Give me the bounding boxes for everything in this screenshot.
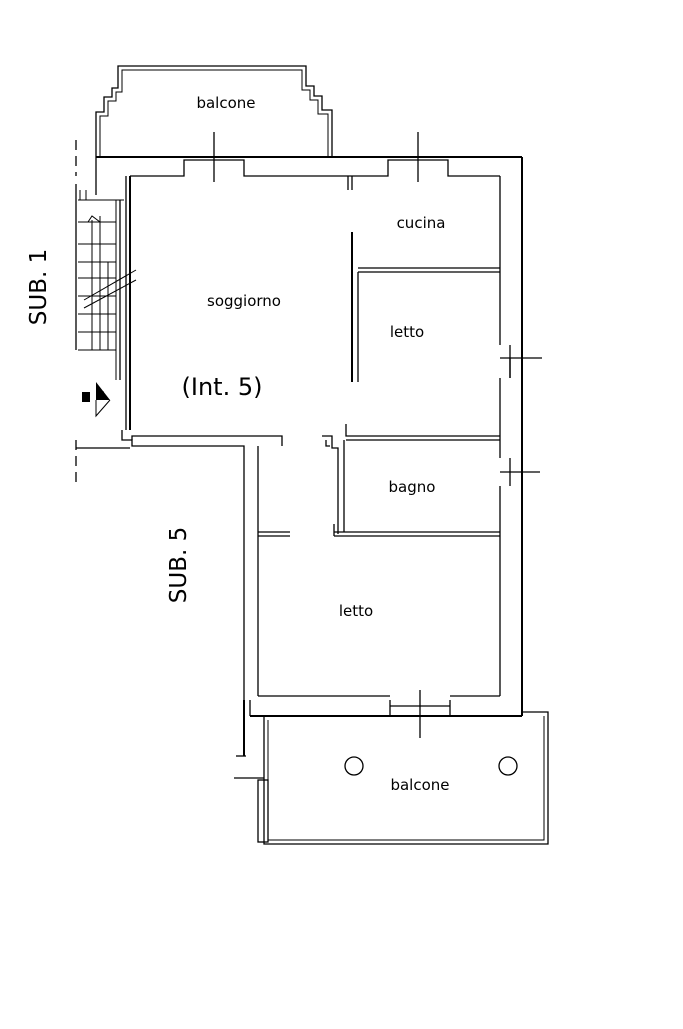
label-balcone-bottom: balcone (390, 776, 449, 794)
meter-symbol (82, 382, 111, 418)
balcony-bottom (234, 711, 549, 845)
windows (213, 132, 542, 738)
label-sub-1: SUB. 1 (26, 249, 52, 325)
label-letto-upper: letto (390, 323, 424, 341)
internal-walls (258, 176, 500, 537)
label-bagno: bagno (389, 478, 436, 496)
label-int: (Int. 5) (182, 373, 263, 401)
label-soggiorno: soggiorno (207, 292, 281, 310)
label-balcone-top: balcone (196, 94, 255, 112)
label-letto-lower: letto (339, 602, 373, 620)
balcony-top (95, 65, 333, 157)
staircase (75, 140, 137, 484)
label-cucina: cucina (397, 214, 446, 232)
label-sub-5: SUB. 5 (166, 527, 192, 603)
stair-steps (78, 221, 116, 351)
outer-walls (95, 156, 523, 757)
